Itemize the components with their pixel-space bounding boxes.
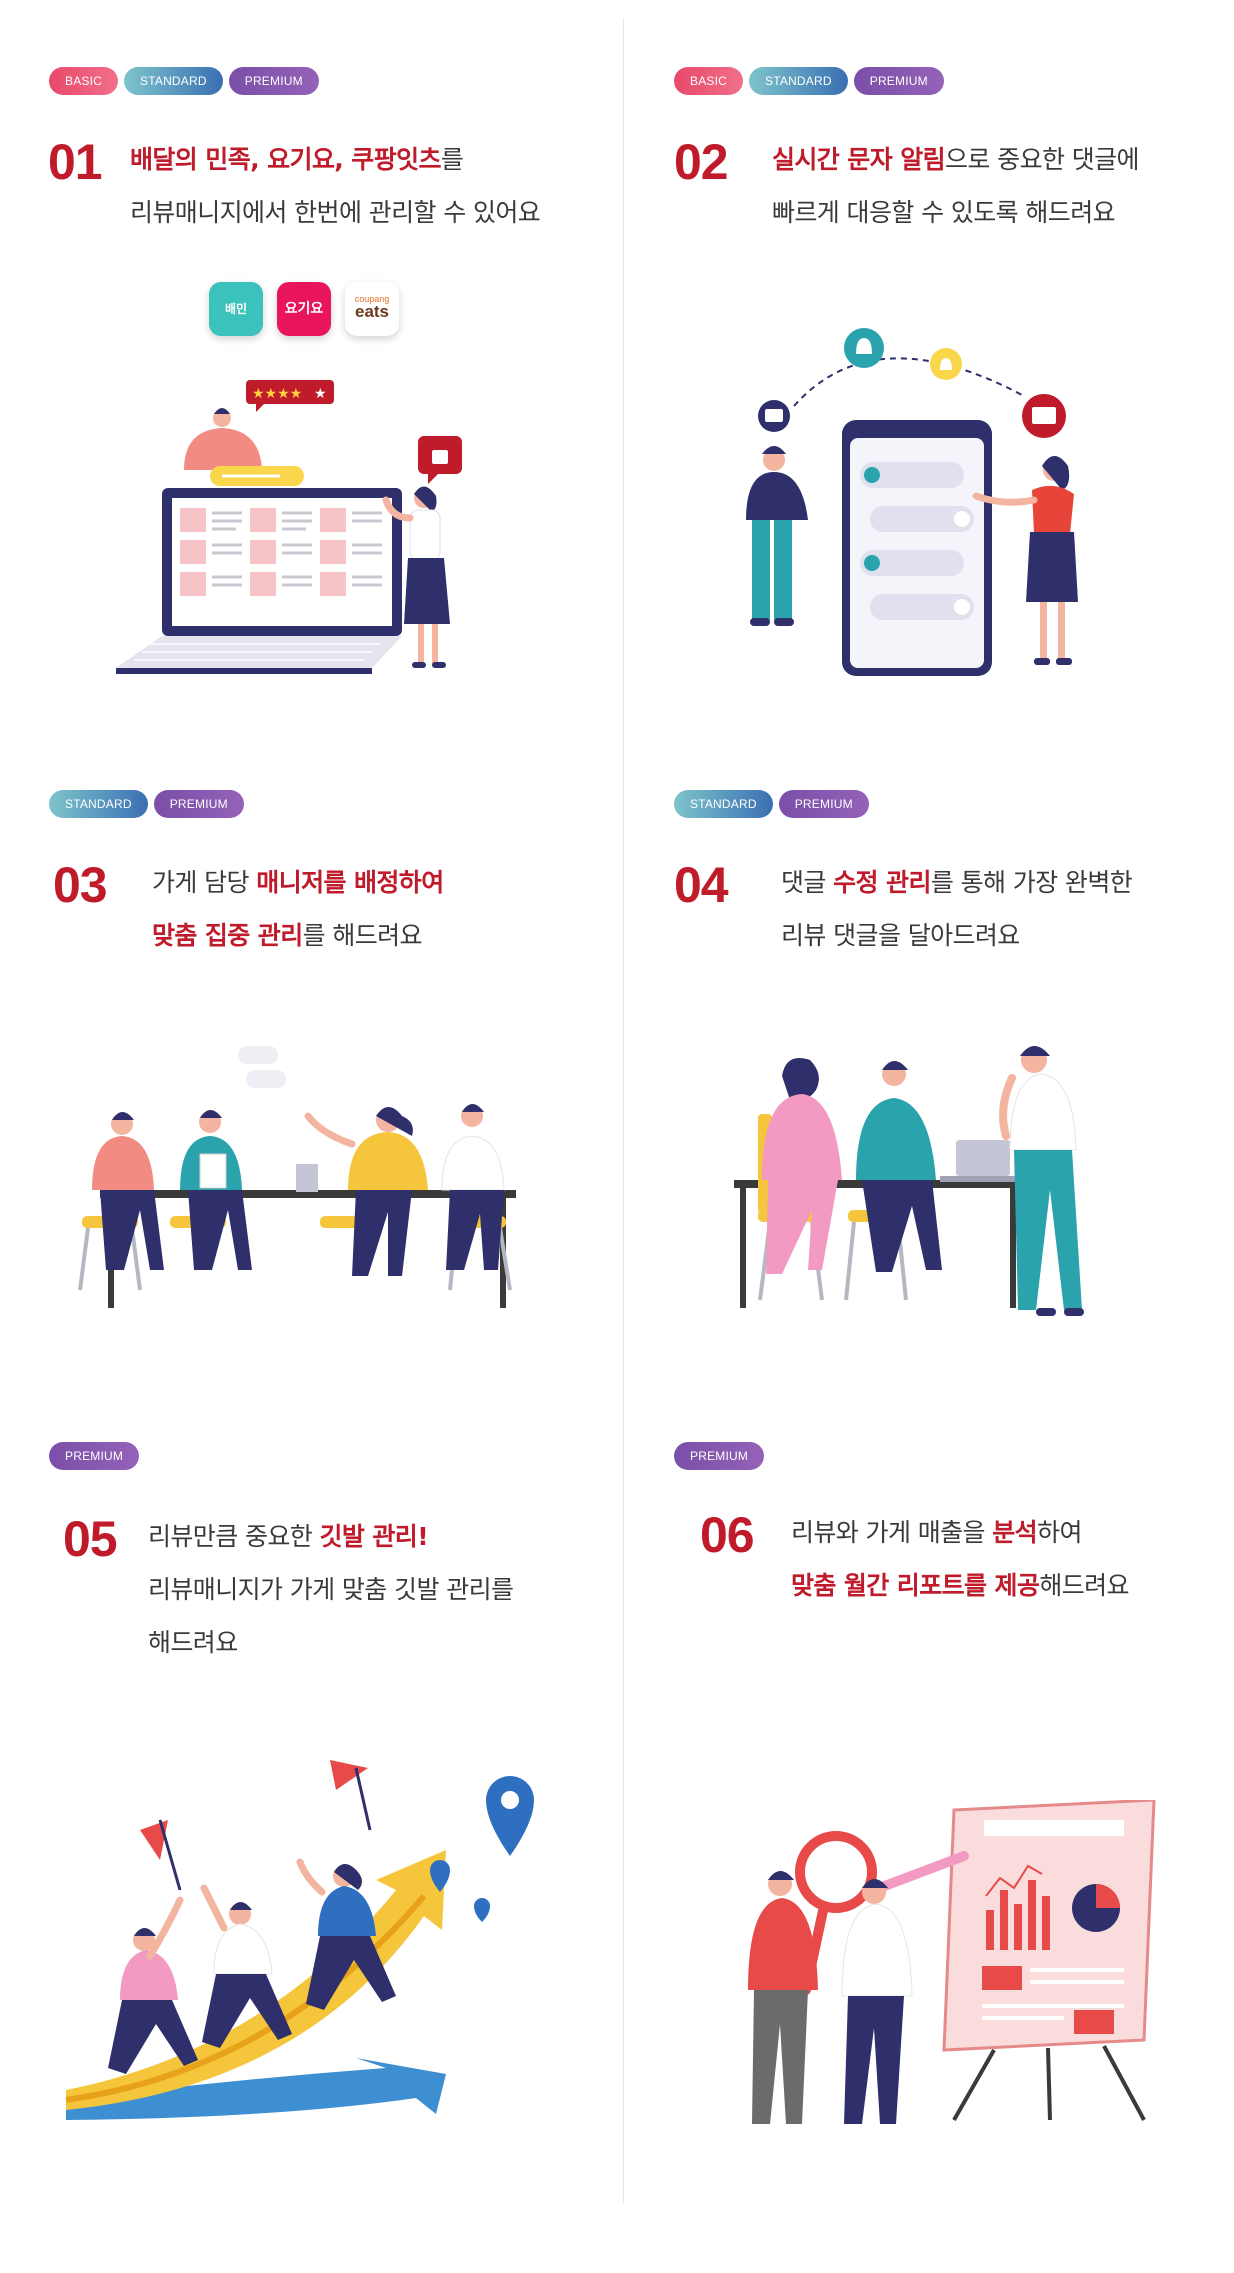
feature-description: 댓글 수정 관리를 통해 가장 완벽한 리뷰 댓글을 달아드려요 xyxy=(781,856,1133,962)
plan-badges: PREMIUM xyxy=(49,1442,140,1470)
feature-number: 03 xyxy=(53,857,108,913)
plain-text: 를 xyxy=(440,145,464,174)
feature-card-03: STANDARD PREMIUM 03 가게 담당 매니저를 배정하여 맞춤 집… xyxy=(0,760,600,1380)
team-meeting-illustration xyxy=(78,1046,516,1308)
feature-number: 05 xyxy=(63,1511,118,1567)
plain-text: 해드려요 xyxy=(1039,1571,1129,1600)
highlight-text: 맞춤 집중 관리 xyxy=(152,921,303,950)
badge-premium: PREMIUM xyxy=(228,67,319,95)
plan-badges: BASIC STANDARD PREMIUM xyxy=(49,67,319,95)
plan-badges: PREMIUM xyxy=(674,1442,765,1470)
svg-text:★: ★ xyxy=(314,386,327,402)
badge-premium: PREMIUM xyxy=(153,790,244,818)
badge-basic: BASIC xyxy=(49,67,119,95)
feature-description: 실시간 문자 알림으로 중요한 댓글에 빠르게 대응할 수 있도록 해드려요 xyxy=(772,133,1140,239)
plain-text: 빠르게 대응할 수 있도록 해드려요 xyxy=(772,198,1116,227)
feature-card-05: PREMIUM 05 리뷰만큼 중요한 깃발 관리! 리뷰매니지가 가게 맞춤 … xyxy=(0,1420,600,2220)
flag-arrow-illustration xyxy=(65,1760,534,2120)
baemin-app-icon: 배민 xyxy=(209,282,263,336)
plain-text: 으로 중요한 댓글에 xyxy=(945,145,1140,174)
highlight-text: 매니저를 배정하여 xyxy=(256,868,444,897)
plain-text: 댓글 xyxy=(781,868,834,897)
badge-premium: PREMIUM xyxy=(49,1442,140,1470)
feature-description: 가게 담당 매니저를 배정하여 맞춤 집중 관리를 해드려요 xyxy=(152,856,444,962)
feature-card-06: PREMIUM 06 리뷰와 가게 매출을 분석하여 맞춤 월간 리포트를 제공… xyxy=(624,1420,1224,2220)
description-line: 실시간 문자 알림으로 중요한 댓글에 xyxy=(772,133,1140,186)
description-line: 리뷰만큼 중요한 깃발 관리! xyxy=(148,1510,513,1563)
plain-text: 리뷰 댓글을 달아드려요 xyxy=(781,921,1020,950)
plain-text: 리뷰매니지가 가게 맞춤 깃발 관리를 xyxy=(148,1575,514,1604)
feature-number: 01 xyxy=(48,134,103,190)
highlight-text: 맞춤 월간 리포트를 제공 xyxy=(791,1571,1040,1600)
svg-text:★★★★: ★★★★ xyxy=(252,386,302,402)
badge-standard: STANDARD xyxy=(49,790,148,818)
badge-premium: PREMIUM xyxy=(778,790,869,818)
plain-text: 가게 담당 xyxy=(152,868,257,897)
highlight-text: 실시간 문자 알림 xyxy=(772,145,946,174)
description-line: 리뷰매니지가 가게 맞춤 깃발 관리를 xyxy=(148,1563,514,1616)
description-line: 가게 담당 매니저를 배정하여 xyxy=(152,856,444,909)
highlight-text: 분석 xyxy=(992,1518,1038,1547)
badge-standard: STANDARD xyxy=(749,67,848,95)
description-line: 리뷰매니지에서 한번에 관리할 수 있어요 xyxy=(130,186,541,239)
feature-card-04: STANDARD PREMIUM 04 댓글 수정 관리를 통해 가장 완벽한 … xyxy=(624,760,1224,1380)
coupang-eats-app-icon: coupang eats xyxy=(345,282,399,336)
feature-description: 배달의 민족, 요기요, 쿠팡잇츠를 리뷰매니지에서 한번에 관리할 수 있어요 xyxy=(130,133,541,239)
app-icons: 배민 요기요 coupang eats xyxy=(205,278,405,340)
badge-basic: BASIC xyxy=(674,67,744,95)
plain-text: 리뷰만큼 중요한 xyxy=(148,1522,320,1551)
description-line: 배달의 민족, 요기요, 쿠팡잇츠를 xyxy=(130,133,540,186)
plain-text: 를 통해 가장 완벽한 xyxy=(930,868,1133,897)
badge-premium: PREMIUM xyxy=(853,67,944,95)
description-line: 맞춤 집중 관리를 해드려요 xyxy=(152,909,444,962)
feature-card-02: BASIC STANDARD PREMIUM 02 실시간 문자 알림으로 중요… xyxy=(624,0,1224,700)
feature-card-01: BASIC STANDARD PREMIUM 01 배달의 민족, 요기요, 쿠… xyxy=(0,0,600,700)
plan-badges: STANDARD PREMIUM xyxy=(674,790,869,818)
description-line: 해드려요 xyxy=(148,1616,513,1669)
highlight-text: 배달의 민족, 요기요, 쿠팡잇츠 xyxy=(130,145,442,174)
plain-text: 리뷰와 가게 매출을 xyxy=(791,1518,993,1547)
feature-number: 04 xyxy=(674,857,729,913)
highlight-text: 수정 관리 xyxy=(833,868,931,897)
laptop-team-illustration xyxy=(734,1046,1084,1316)
plain-text: 리뷰매니지에서 한번에 관리할 수 있어요 xyxy=(130,198,541,227)
feature-number: 06 xyxy=(700,1507,755,1563)
feature-number: 02 xyxy=(674,134,729,190)
phone-notification-illustration xyxy=(746,328,1078,676)
yogiyo-app-icon: 요기요 xyxy=(277,282,331,336)
column-divider xyxy=(623,18,624,2203)
laptop-review-illustration: ★★★★ ★ xyxy=(116,380,462,674)
plan-badges: STANDARD PREMIUM xyxy=(49,790,244,818)
description-line: 맞춤 월간 리포트를 제공해드려요 xyxy=(791,1559,1130,1612)
badge-premium: PREMIUM xyxy=(674,1442,765,1470)
description-line: 리뷰와 가게 매출을 분석하여 xyxy=(791,1506,1129,1559)
plain-text: 하여 xyxy=(1037,1518,1082,1547)
badge-standard: STANDARD xyxy=(674,790,773,818)
feature-description: 리뷰만큼 중요한 깃발 관리! 리뷰매니지가 가게 맞춤 깃발 관리를 해드려요 xyxy=(148,1510,514,1669)
feature-description: 리뷰와 가게 매출을 분석하여 맞춤 월간 리포트를 제공해드려요 xyxy=(791,1506,1130,1612)
description-line: 빠르게 대응할 수 있도록 해드려요 xyxy=(772,186,1139,239)
description-line: 리뷰 댓글을 달아드려요 xyxy=(781,909,1132,962)
badge-standard: STANDARD xyxy=(124,67,223,95)
plain-text: 를 해드려요 xyxy=(302,921,423,950)
analysis-report-illustration xyxy=(748,1800,1156,2124)
plan-badges: BASIC STANDARD PREMIUM xyxy=(674,67,944,95)
plain-text: 해드려요 xyxy=(148,1628,238,1657)
highlight-text: 깃발 관리! xyxy=(319,1522,429,1551)
description-line: 댓글 수정 관리를 통해 가장 완벽한 xyxy=(781,856,1133,909)
